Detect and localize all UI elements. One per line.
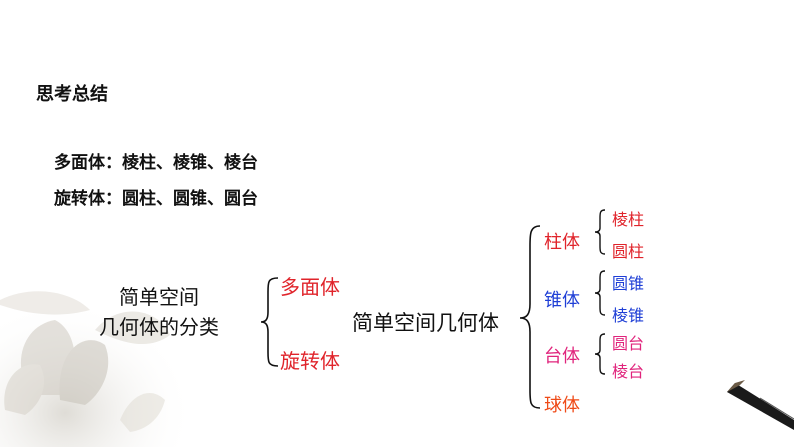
page-title: 思考总结 bbox=[36, 84, 108, 105]
left-brace-icon bbox=[260, 277, 279, 367]
sub-cone: 圆锥 bbox=[612, 274, 645, 293]
sub-prism: 棱柱 bbox=[612, 210, 645, 229]
pyramid-brace-icon bbox=[594, 270, 606, 316]
sub-prism-frustum: 棱台 bbox=[612, 362, 645, 381]
cat-frustum-text: 台体 bbox=[544, 346, 580, 367]
cat-pyramid-text: 锥体 bbox=[544, 290, 580, 311]
polyhedron-label: 多面体 bbox=[280, 275, 340, 299]
cat-sphere-text: 球体 bbox=[544, 395, 580, 416]
simple-solid-label: 简单空间几何体 bbox=[352, 311, 499, 335]
classification-title: 简单空间几何体的分类 bbox=[99, 285, 219, 339]
sub-cylinder: 圆柱 bbox=[612, 242, 645, 261]
cat-sphere-label: 球体 bbox=[544, 391, 580, 417]
cat-pyramid-label: 锥体 bbox=[544, 286, 580, 312]
polyhedra-summary: 多面体：棱柱、棱锥、棱台 bbox=[54, 153, 258, 173]
frustum-brace-icon bbox=[594, 333, 606, 375]
sub-circular-frustum: 圆台 bbox=[612, 334, 645, 353]
prism-brace-icon bbox=[594, 209, 606, 255]
brush-icon bbox=[727, 380, 794, 430]
category-brace-icon bbox=[519, 225, 541, 409]
sub-pyramid: 棱锥 bbox=[612, 306, 645, 325]
cat-frustum-label: 台体 bbox=[544, 342, 580, 368]
cat-prism-text: 柱体 bbox=[544, 232, 580, 253]
rotation-body-summary: 旋转体：圆柱、圆锥、圆台 bbox=[54, 189, 258, 209]
rotation-body-label: 旋转体 bbox=[280, 349, 340, 373]
cat-prism-label: 柱体 bbox=[544, 228, 580, 254]
